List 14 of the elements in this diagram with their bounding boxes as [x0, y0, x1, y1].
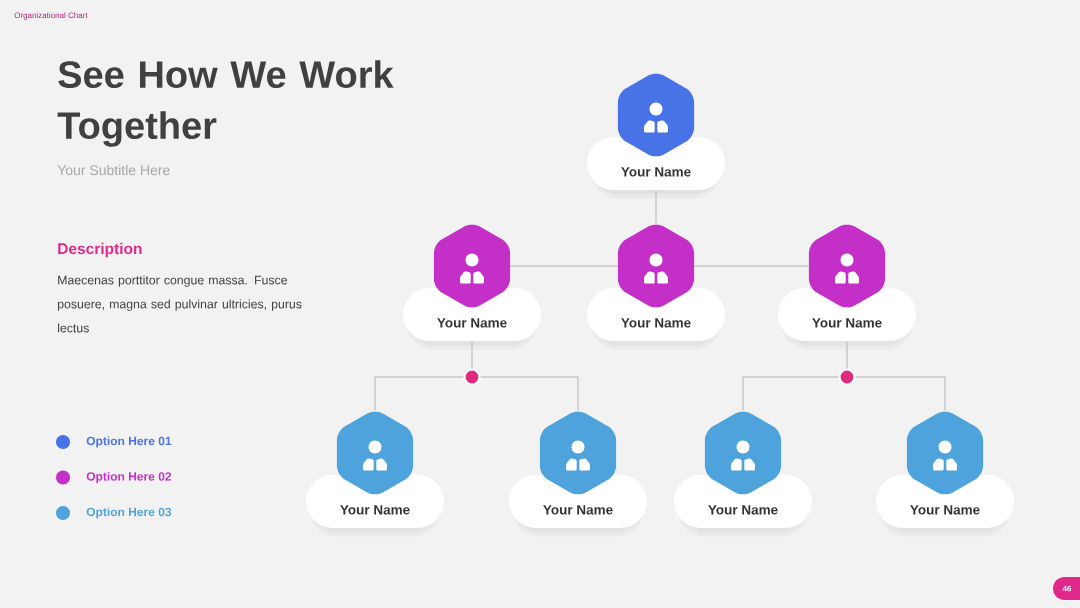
legend-label: Option Here 03 — [86, 507, 172, 519]
legend-label: Option Here 01 — [86, 436, 172, 448]
legend-label: Option Here 02 — [86, 471, 172, 484]
section-label: Organizational Chart — [14, 12, 88, 20]
connector-line — [471, 340, 473, 370]
connector-line — [854, 376, 946, 412]
page-number-badge: 46 — [1053, 577, 1080, 600]
subtitle: Your Subtitle Here — [57, 164, 170, 176]
connector-line — [742, 376, 840, 412]
section-heading: Description — [58, 242, 142, 258]
slide-title: See How We Work Together — [57, 60, 394, 147]
connector-line — [374, 376, 465, 412]
connector-line — [479, 376, 579, 412]
body-text: Maecenas porttitor congue massa. Fusce posuere, magna sed pulvinar ultricies, purus lectus — [58, 275, 302, 333]
